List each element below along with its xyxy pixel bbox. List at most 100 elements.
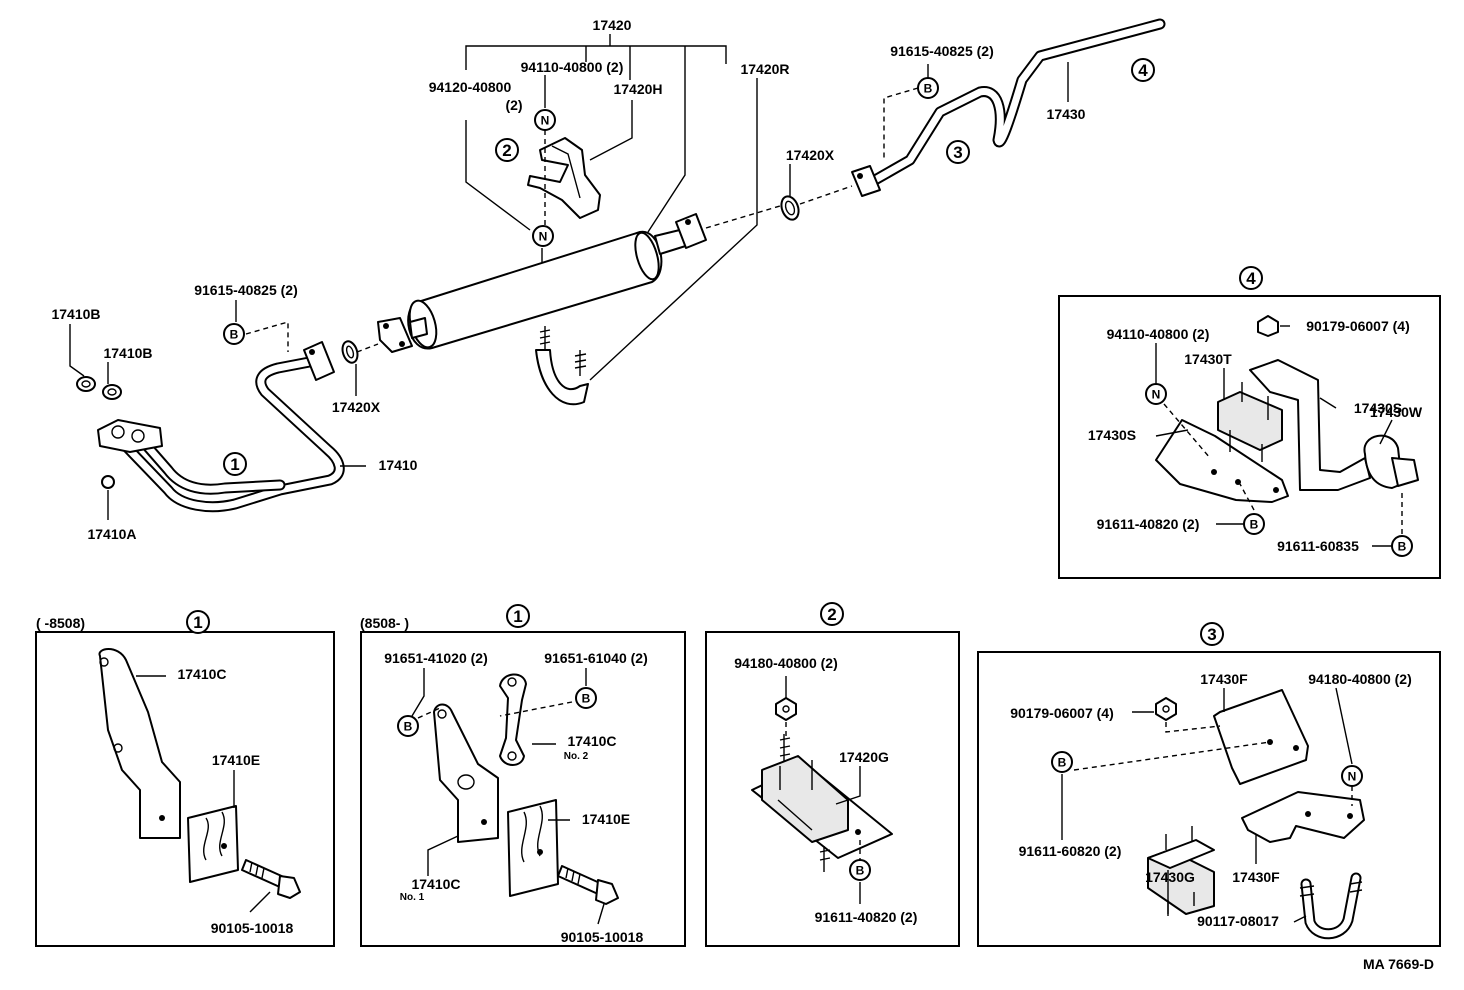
svg-text:B: B <box>856 864 865 878</box>
tail-pipe-17430 <box>851 18 1166 197</box>
label-17420h: 17420H <box>613 81 662 97</box>
label-94110-top: 94110-40800 (2) <box>521 59 624 75</box>
label-s2-no2: No. 2 <box>564 751 589 762</box>
gasket-17410b-a <box>76 376 96 392</box>
leader-s2-90105 <box>597 903 605 925</box>
reference-code: MA 7669-D <box>1363 956 1434 972</box>
clamp-17410e-late <box>507 799 559 897</box>
bolt-symbol-s2-b: B <box>575 687 597 709</box>
svg-text:B: B <box>404 720 413 734</box>
leader-17420-left <box>465 120 531 231</box>
label-b4-17430t: 17430T <box>1184 351 1232 367</box>
sub-box-2-detail: 2 B 94180-40800 (2) 17420G 91611-40820 (… <box>705 602 960 947</box>
leader-s2-17410c-no1 <box>427 835 459 876</box>
svg-text:N: N <box>1348 770 1357 784</box>
label-s2-90105: 90105-10018 <box>561 929 644 945</box>
dash-b4-b1 <box>1239 483 1255 511</box>
bolt-symbol-left: B <box>223 323 245 345</box>
dash-s4-nut <box>1165 722 1221 733</box>
label-94120-qty: (2) <box>505 97 522 113</box>
label-17410b-a: 17410B <box>51 306 100 322</box>
leader-b4-17430w <box>1379 419 1393 445</box>
dash-bolt-top <box>883 87 919 158</box>
bolt-90105-early <box>241 859 301 899</box>
label-s2-no1: No. 1 <box>400 892 425 903</box>
nut-symbol-b4: N <box>1145 383 1167 405</box>
leader-b4-17430s-r <box>1319 397 1337 409</box>
bracket-17410c-early <box>98 648 181 839</box>
callout-1-s1: 1 <box>186 610 210 634</box>
leader-17420 <box>465 34 727 80</box>
label-94120: 94120-40800 <box>429 79 512 95</box>
svg-text:1: 1 <box>513 607 522 626</box>
clamp-17410e-early <box>187 805 239 883</box>
svg-text:3: 3 <box>953 143 962 162</box>
label-b4-17430s-l: 17430S <box>1088 427 1136 443</box>
label-b4-90179: 90179-06007 (4) <box>1306 318 1410 334</box>
dash-muffler-to-tailpipe <box>705 205 781 229</box>
label-s1-range: ( -8508) <box>36 615 85 631</box>
label-17420x-bottom: 17420X <box>332 399 381 415</box>
leader-s2-91651-41020 <box>411 668 425 717</box>
bolt-symbol-top: B <box>917 77 939 99</box>
label-s4-17430f-top: 17430F <box>1200 671 1248 687</box>
leader-17420r <box>589 78 758 381</box>
sub-box-1-late: (8508- ) 1 <box>360 604 686 947</box>
label-s4-17430g: 17430G <box>1145 869 1195 885</box>
gasket-17420x-top <box>780 195 800 221</box>
label-b4-17430w: 17430W <box>1370 404 1423 420</box>
leader-s4-90117 <box>1293 915 1307 923</box>
leader-s4-94180 <box>1335 687 1353 765</box>
callout-3-s4: 3 <box>1200 622 1224 646</box>
label-17420r: 17420R <box>740 61 789 77</box>
bracket-17430f-top <box>1213 689 1309 785</box>
label-s2-17410c-no2: 17410C <box>567 733 616 749</box>
svg-text:1: 1 <box>193 613 202 632</box>
leader-17420-right <box>647 46 686 233</box>
main-labels: 17420 94110-40800 (2) 94120-40800 (2) 17… <box>51 17 1085 542</box>
detail-box-4: 4 N B <box>1058 266 1441 579</box>
gasket-17420x-bottom <box>341 340 359 364</box>
dash-bolt-left <box>245 321 289 352</box>
svg-text:N: N <box>539 230 548 244</box>
svg-text:2: 2 <box>827 605 836 624</box>
dash-s2-b2 <box>499 701 573 717</box>
label-b4-94110: 94110-40800 (2) <box>1107 326 1210 342</box>
label-s4-90117: 90117-08017 <box>1197 913 1279 929</box>
label-17410a: 17410A <box>87 526 136 542</box>
label-17420x-top: 17420X <box>786 147 835 163</box>
callout-4-main: 4 <box>1131 58 1155 82</box>
callout-2-main: 2 <box>495 138 519 162</box>
svg-text:B: B <box>230 328 239 342</box>
front-pipe-17410 <box>97 341 345 513</box>
dash-front-to-muffler <box>356 343 379 353</box>
label-s4-91611: 91611-60820 (2) <box>1019 843 1122 859</box>
leader-17420h <box>589 100 633 161</box>
svg-text:2: 2 <box>502 141 511 160</box>
label-17430: 17430 <box>1047 106 1086 122</box>
bracket-17410c-no1 <box>433 703 499 843</box>
label-s1-90105: 90105-10018 <box>211 920 294 936</box>
label-17420: 17420 <box>593 17 632 33</box>
svg-text:B: B <box>1058 756 1067 770</box>
svg-text:N: N <box>541 114 550 128</box>
nut-symbol-muffler: N <box>532 225 554 247</box>
bolt-symbol-s4: B <box>1051 751 1073 773</box>
hanger-bracket-17420h <box>527 137 601 219</box>
callout-1-main: 1 <box>223 452 247 476</box>
svg-text:B: B <box>924 82 933 96</box>
nut-17410a <box>101 475 115 489</box>
label-s2-91651-41020: 91651-41020 (2) <box>384 650 488 666</box>
label-91615-left: 91615-40825 (2) <box>194 282 298 298</box>
bracket-17410c-no2 <box>499 673 527 766</box>
label-s3-91611: 91611-40820 (2) <box>815 909 918 925</box>
hanger-strap-17420r <box>535 326 589 406</box>
svg-text:3: 3 <box>1207 625 1216 644</box>
label-b4-91611-60835: 91611-60835 <box>1277 538 1359 554</box>
label-b4-17430s-r: 17430S <box>1354 400 1402 416</box>
callout-1-s2: 1 <box>506 604 530 628</box>
tail-hanger-assembly <box>1155 359 1419 503</box>
svg-text:N: N <box>1152 388 1161 402</box>
svg-text:4: 4 <box>1138 61 1148 80</box>
